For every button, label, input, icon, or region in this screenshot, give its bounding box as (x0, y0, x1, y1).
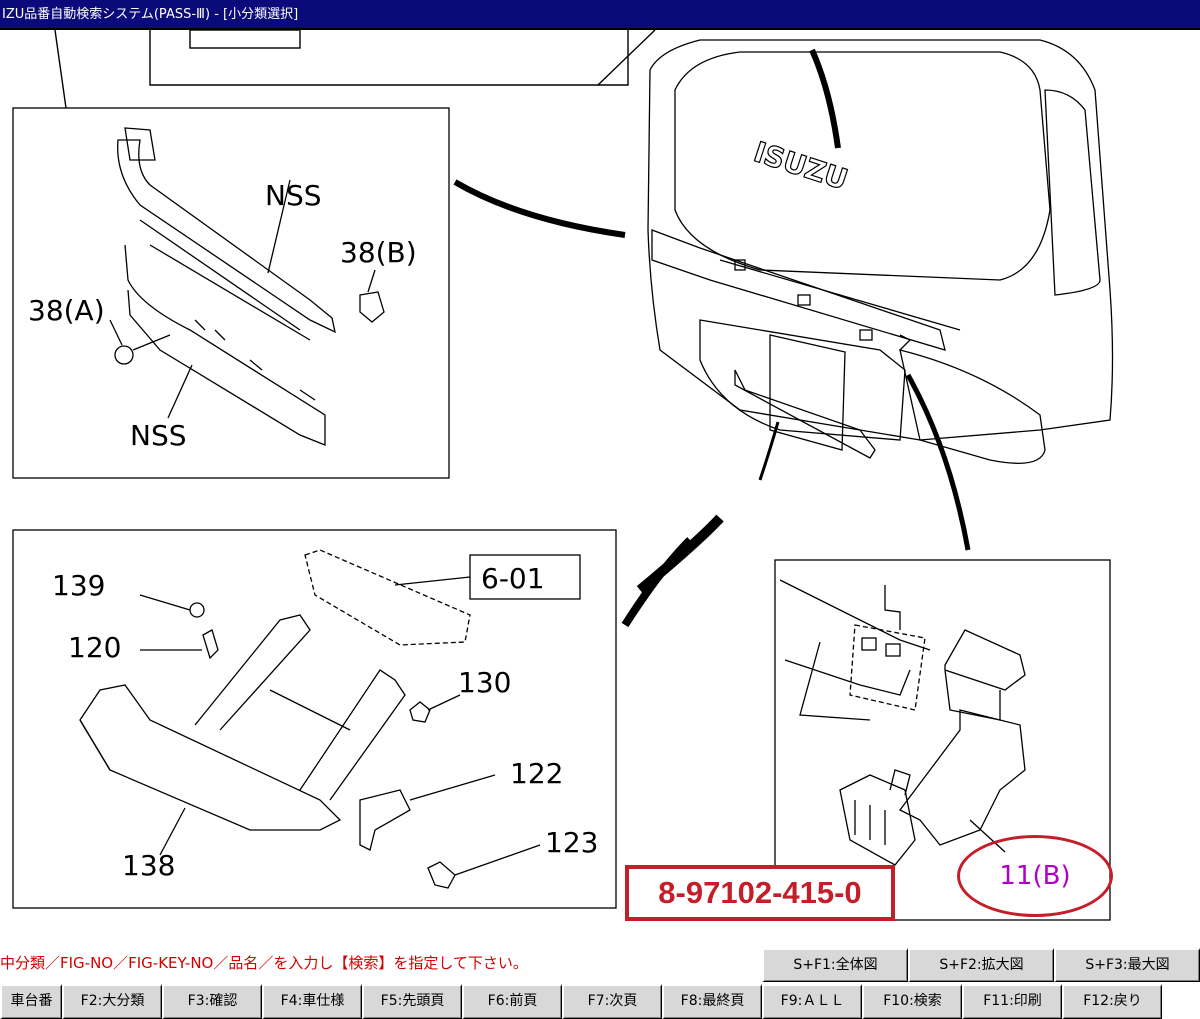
f4-vehicle-spec-button[interactable]: F4:車仕様 (262, 984, 362, 1019)
shift-f2-zoom-button[interactable]: S+F2:拡大図 (908, 948, 1054, 982)
label-38a[interactable]: 38(A) (28, 294, 105, 327)
label-123[interactable]: 123 (545, 826, 598, 859)
label-122[interactable]: 122 (510, 757, 563, 790)
label-nss-top[interactable]: NSS (265, 179, 322, 212)
shift-f3-max-zoom-button[interactable]: S+F3:最大図 (1054, 948, 1200, 982)
f3-confirm-button[interactable]: F3:確認 (162, 984, 262, 1019)
bumper-inset (12, 107, 450, 479)
window-title-bar: IZU品番自動検索システム(PASS-Ⅲ) - [小分類選択] (0, 0, 1200, 30)
f2-major-category-button[interactable]: F2:大分類 (62, 984, 162, 1019)
shift-key-bar: S+F1:全体図 S+F2:拡大図 S+F3:最大図 (762, 948, 1200, 982)
status-message: 中分類／FIG-NO／FIG-KEY-NO／品名／を入力し【検索】を指定して下さ… (0, 954, 528, 972)
callout-11b[interactable]: 11(B) (957, 835, 1113, 917)
f7-next-page-button[interactable]: F7:次頁 (562, 984, 662, 1019)
f5-first-page-button[interactable]: F5:先頭頁 (362, 984, 462, 1019)
f1-chassis-number-button[interactable]: 車台番 (0, 984, 62, 1019)
truck-rear-illustration (647, 39, 1114, 464)
f6-prev-page-button[interactable]: F6:前頁 (462, 984, 562, 1019)
parts-diagram[interactable]: ISUZU NSS 38(B) 38(A) NSS (0, 29, 1200, 942)
label-6-01[interactable]: 6-01 (481, 562, 545, 595)
function-key-bar: 車台番 F2:大分類 F3:確認 F4:車仕様 F5:先頭頁 F6:前頁 F7:… (0, 984, 1200, 1019)
highlighted-part-number: 8-97102-415-0 (625, 865, 895, 921)
window-title: IZU品番自動検索システム(PASS-Ⅲ) - [小分類選択] (2, 7, 299, 22)
f10-search-button[interactable]: F10:検索 (862, 984, 962, 1019)
shift-f1-overview-button[interactable]: S+F1:全体図 (762, 948, 908, 982)
label-120[interactable]: 120 (68, 631, 121, 664)
label-130[interactable]: 130 (458, 666, 511, 699)
bracket-inset (12, 529, 617, 909)
f8-last-page-button[interactable]: F8:最終頁 (662, 984, 762, 1019)
label-nss-bottom[interactable]: NSS (130, 419, 187, 452)
f12-back-button[interactable]: F12:戻り (1062, 984, 1162, 1019)
f9-all-button[interactable]: F9:ＡＬＬ (762, 984, 862, 1019)
label-38b[interactable]: 38(B) (340, 236, 417, 269)
label-138[interactable]: 138 (122, 849, 175, 882)
label-139[interactable]: 139 (52, 569, 105, 602)
f11-print-button[interactable]: F11:印刷 (962, 984, 1062, 1019)
